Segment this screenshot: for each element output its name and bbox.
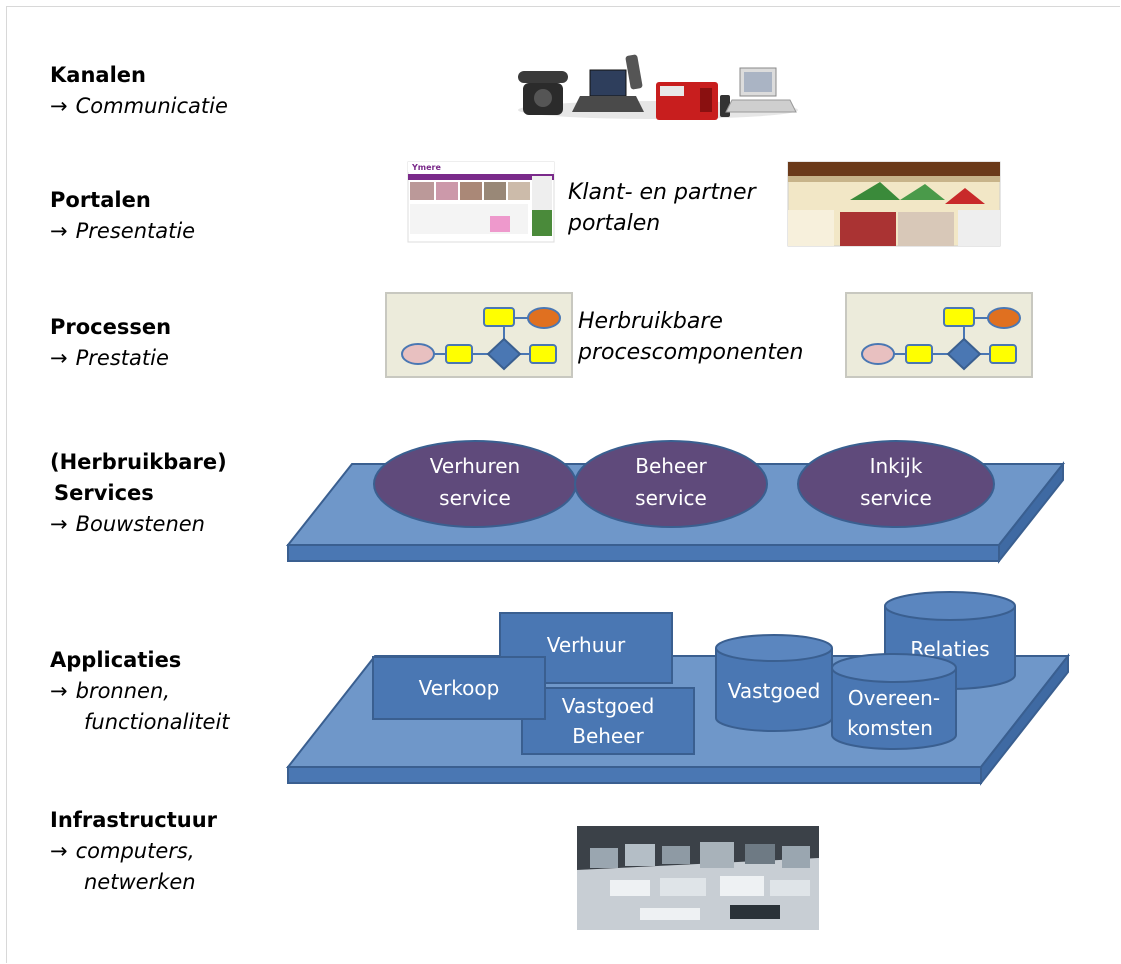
mobile-phone-icon bbox=[625, 54, 643, 90]
portal-logo: Ymere bbox=[411, 163, 442, 172]
layer-desc-2: netwerken bbox=[84, 870, 196, 894]
layer-desc: → Communicatie bbox=[50, 91, 228, 122]
app-label-line1: Vastgoed bbox=[562, 694, 655, 718]
db-overeenkomsten: Overeen- komsten bbox=[831, 653, 957, 750]
layer-desc: → Prestatie bbox=[50, 343, 171, 374]
layer-title: Processen bbox=[50, 315, 172, 339]
db-label-line1: Overeen- bbox=[848, 686, 940, 710]
portals-caption-line2: portalen bbox=[568, 211, 661, 236]
app-vastgoed-beheer: Vastgoed Beheer bbox=[521, 687, 695, 755]
service-label-line1: Beheer bbox=[635, 454, 707, 478]
layer-desc: → Bouwstenen bbox=[50, 509, 227, 540]
channel-devices-image bbox=[518, 54, 798, 120]
app-label: Verkoop bbox=[419, 676, 500, 700]
process-diagram-right bbox=[845, 292, 1033, 378]
layer-title-2: Services bbox=[54, 481, 154, 505]
layer-desc-2: functionaliteit bbox=[84, 710, 230, 734]
arrow-icon: → bbox=[50, 839, 68, 863]
layer-desc-text: Presentatie bbox=[75, 219, 196, 243]
computer-icon bbox=[725, 67, 797, 113]
telephone-icon bbox=[518, 71, 568, 115]
layer-title: Kanalen bbox=[50, 63, 146, 87]
layer-title: Portalen bbox=[50, 188, 151, 212]
layer-desc: → Presentatie bbox=[50, 216, 195, 247]
layer-portalen: Portalen → Presentatie bbox=[50, 185, 195, 247]
layer-applicaties: Applicaties → bronnen, functionaliteit bbox=[50, 645, 230, 738]
service-verhuren: Verhuren service bbox=[373, 440, 577, 528]
arrow-icon: → bbox=[50, 219, 68, 243]
layer-kanalen: Kanalen → Communicatie bbox=[50, 60, 228, 122]
ticket-machine-icon bbox=[656, 82, 718, 120]
process-caption-line2: procescomponenten bbox=[578, 340, 804, 365]
arrow-icon: → bbox=[50, 346, 68, 370]
db-label-line2: komsten bbox=[847, 716, 933, 740]
app-label-line2: Beheer bbox=[572, 724, 644, 748]
datacenter-image bbox=[577, 826, 819, 930]
app-label: Verhuur bbox=[547, 633, 626, 657]
service-beheer: Beheer service bbox=[574, 440, 768, 528]
service-label-line2: service bbox=[635, 486, 707, 510]
process-caption-line1: Herbruikbare bbox=[578, 309, 723, 334]
layer-services: (Herbruikbare) Services → Bouwstenen bbox=[50, 447, 227, 540]
portal-screenshot-left: Ymere bbox=[407, 161, 555, 243]
process-caption: Herbruikbare procescomponenten bbox=[578, 306, 804, 368]
layer-desc: → bronnen, bbox=[50, 676, 230, 707]
layer-desc-text: bronnen, bbox=[75, 679, 170, 703]
portal-screenshot-right bbox=[787, 161, 1001, 247]
slide-frame bbox=[6, 6, 1120, 963]
db-vastgoed: Vastgoed bbox=[715, 634, 833, 732]
layer-title: Infrastructuur bbox=[50, 808, 218, 832]
arrow-icon: → bbox=[50, 94, 68, 118]
layer-desc-text: computers, bbox=[75, 839, 195, 863]
service-label-line1: Verhuren bbox=[430, 454, 520, 478]
layer-desc-text: Prestatie bbox=[75, 346, 169, 370]
layer-desc: → computers, bbox=[50, 836, 217, 867]
arrow-icon: → bbox=[50, 679, 68, 703]
layer-title: Applicaties bbox=[50, 648, 182, 672]
arrow-icon: → bbox=[50, 512, 68, 536]
layer-desc-text: Communicatie bbox=[75, 94, 228, 118]
db-label: Vastgoed bbox=[728, 679, 821, 703]
service-inkijk: Inkijk service bbox=[797, 440, 995, 528]
portals-caption-line1: Klant- en partner bbox=[568, 180, 756, 205]
layer-desc-text: Bouwstenen bbox=[75, 512, 205, 536]
layer-infrastructuur: Infrastructuur → computers, netwerken bbox=[50, 805, 217, 898]
service-label-line2: service bbox=[439, 486, 511, 510]
process-diagram-left bbox=[385, 292, 573, 378]
service-label-line2: service bbox=[860, 486, 932, 510]
portals-caption: Klant- en partner portalen bbox=[568, 177, 756, 239]
layer-processen: Processen → Prestatie bbox=[50, 312, 171, 374]
laptop-icon bbox=[572, 69, 644, 112]
app-verkoop: Verkoop bbox=[372, 656, 546, 720]
layer-title: (Herbruikbare) bbox=[50, 450, 227, 474]
service-label-line1: Inkijk bbox=[870, 454, 923, 478]
